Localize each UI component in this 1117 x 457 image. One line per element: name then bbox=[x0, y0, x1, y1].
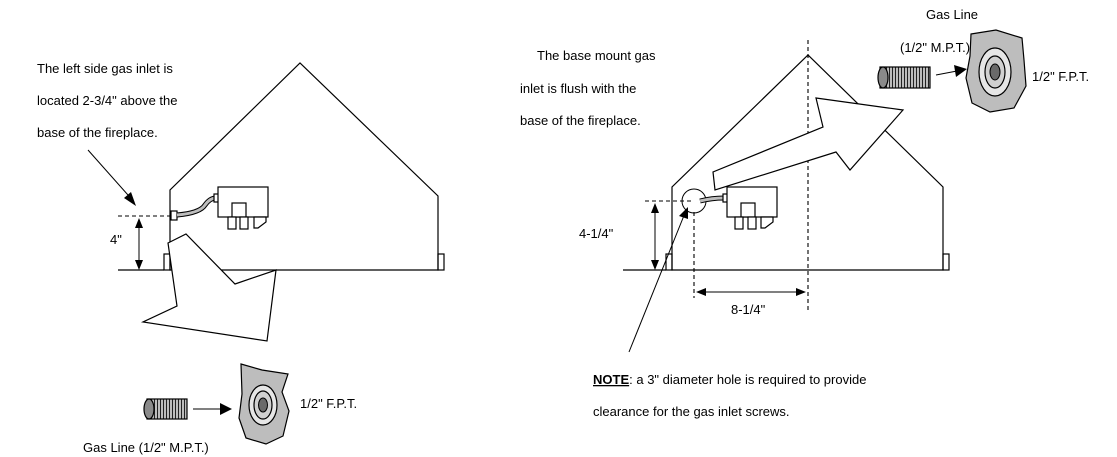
left-fireplace-outline bbox=[169, 62, 439, 271]
right-height-arrow-bottom bbox=[651, 260, 659, 270]
right-height-dimension-label: 4-1/4" bbox=[579, 226, 614, 241]
left-note-line-1: The left side gas inlet is bbox=[37, 61, 173, 76]
right-hole-note-rest: : a 3" diameter hole is required to prov… bbox=[629, 372, 866, 387]
right-note-leader-line bbox=[628, 212, 686, 353]
left-inlet-fitting bbox=[170, 210, 178, 221]
right-note-line-1: The base mount gas bbox=[537, 48, 656, 63]
right-gas-line-spec: (1/2" M.P.T.) bbox=[900, 40, 970, 55]
left-fpt-label: 1/2" F.P.T. bbox=[300, 396, 357, 411]
left-fireplace-foot-right bbox=[437, 253, 445, 271]
right-gas-line-title: Gas Line bbox=[926, 7, 978, 22]
right-note-line-2: inlet is flush with the bbox=[520, 81, 636, 96]
right-fireplace-foot-left bbox=[665, 253, 673, 271]
left-note-line-2: located 2-3/4" above the bbox=[37, 93, 178, 108]
right-width-arrow-left bbox=[696, 288, 706, 296]
left-note-leader-arrowhead bbox=[124, 192, 136, 206]
base-mount-inlet-panel: The base mount gas inlet is flush with t… bbox=[520, 7, 1089, 419]
left-fpt-fitting-icon bbox=[238, 363, 290, 445]
right-width-dimension-label: 8-1/4" bbox=[731, 302, 766, 317]
left-gas-line-pipe-icon bbox=[143, 398, 188, 420]
right-fireplace-foot-right bbox=[942, 253, 950, 271]
right-direction-arrow bbox=[712, 97, 905, 191]
left-height-arrow-bottom bbox=[135, 260, 143, 270]
right-note-leader-arrowhead bbox=[679, 207, 688, 219]
left-side-inlet-panel: The left side gas inlet is located 2-3/4… bbox=[37, 61, 445, 455]
left-gas-line-label: Gas Line (1/2" M.P.T.) bbox=[83, 440, 209, 455]
right-fpt-fitting-icon bbox=[965, 29, 1027, 113]
left-fireplace-foot-left bbox=[163, 253, 171, 271]
right-pipe-to-fitting-arrow bbox=[954, 65, 967, 77]
right-width-arrow-right bbox=[796, 288, 806, 296]
right-gas-line-pipe-icon bbox=[877, 66, 931, 89]
right-gas-valve bbox=[726, 186, 778, 230]
left-note-leader-line bbox=[87, 149, 129, 196]
left-pipe-to-fitting-arrow bbox=[220, 403, 232, 415]
left-height-dimension-label: 4" bbox=[110, 232, 122, 247]
right-fpt-label: 1/2" F.P.T. bbox=[1032, 69, 1089, 84]
left-flex-gas-tube bbox=[176, 196, 217, 217]
right-flex-gas-tube bbox=[699, 196, 725, 203]
right-note-line-3: base of the fireplace. bbox=[520, 113, 641, 128]
right-height-arrow-top bbox=[651, 203, 659, 213]
right-hole-note-bold: NOTE bbox=[593, 372, 629, 387]
right-hole-note-line-2: clearance for the gas inlet screws. bbox=[593, 404, 790, 419]
left-note-line-3: base of the fireplace. bbox=[37, 125, 158, 140]
left-gas-valve bbox=[217, 186, 269, 230]
left-direction-arrow bbox=[140, 233, 277, 342]
left-height-arrow-top bbox=[135, 218, 143, 228]
right-hole-note-line-1: NOTE: a 3" diameter hole is required to … bbox=[593, 372, 866, 387]
